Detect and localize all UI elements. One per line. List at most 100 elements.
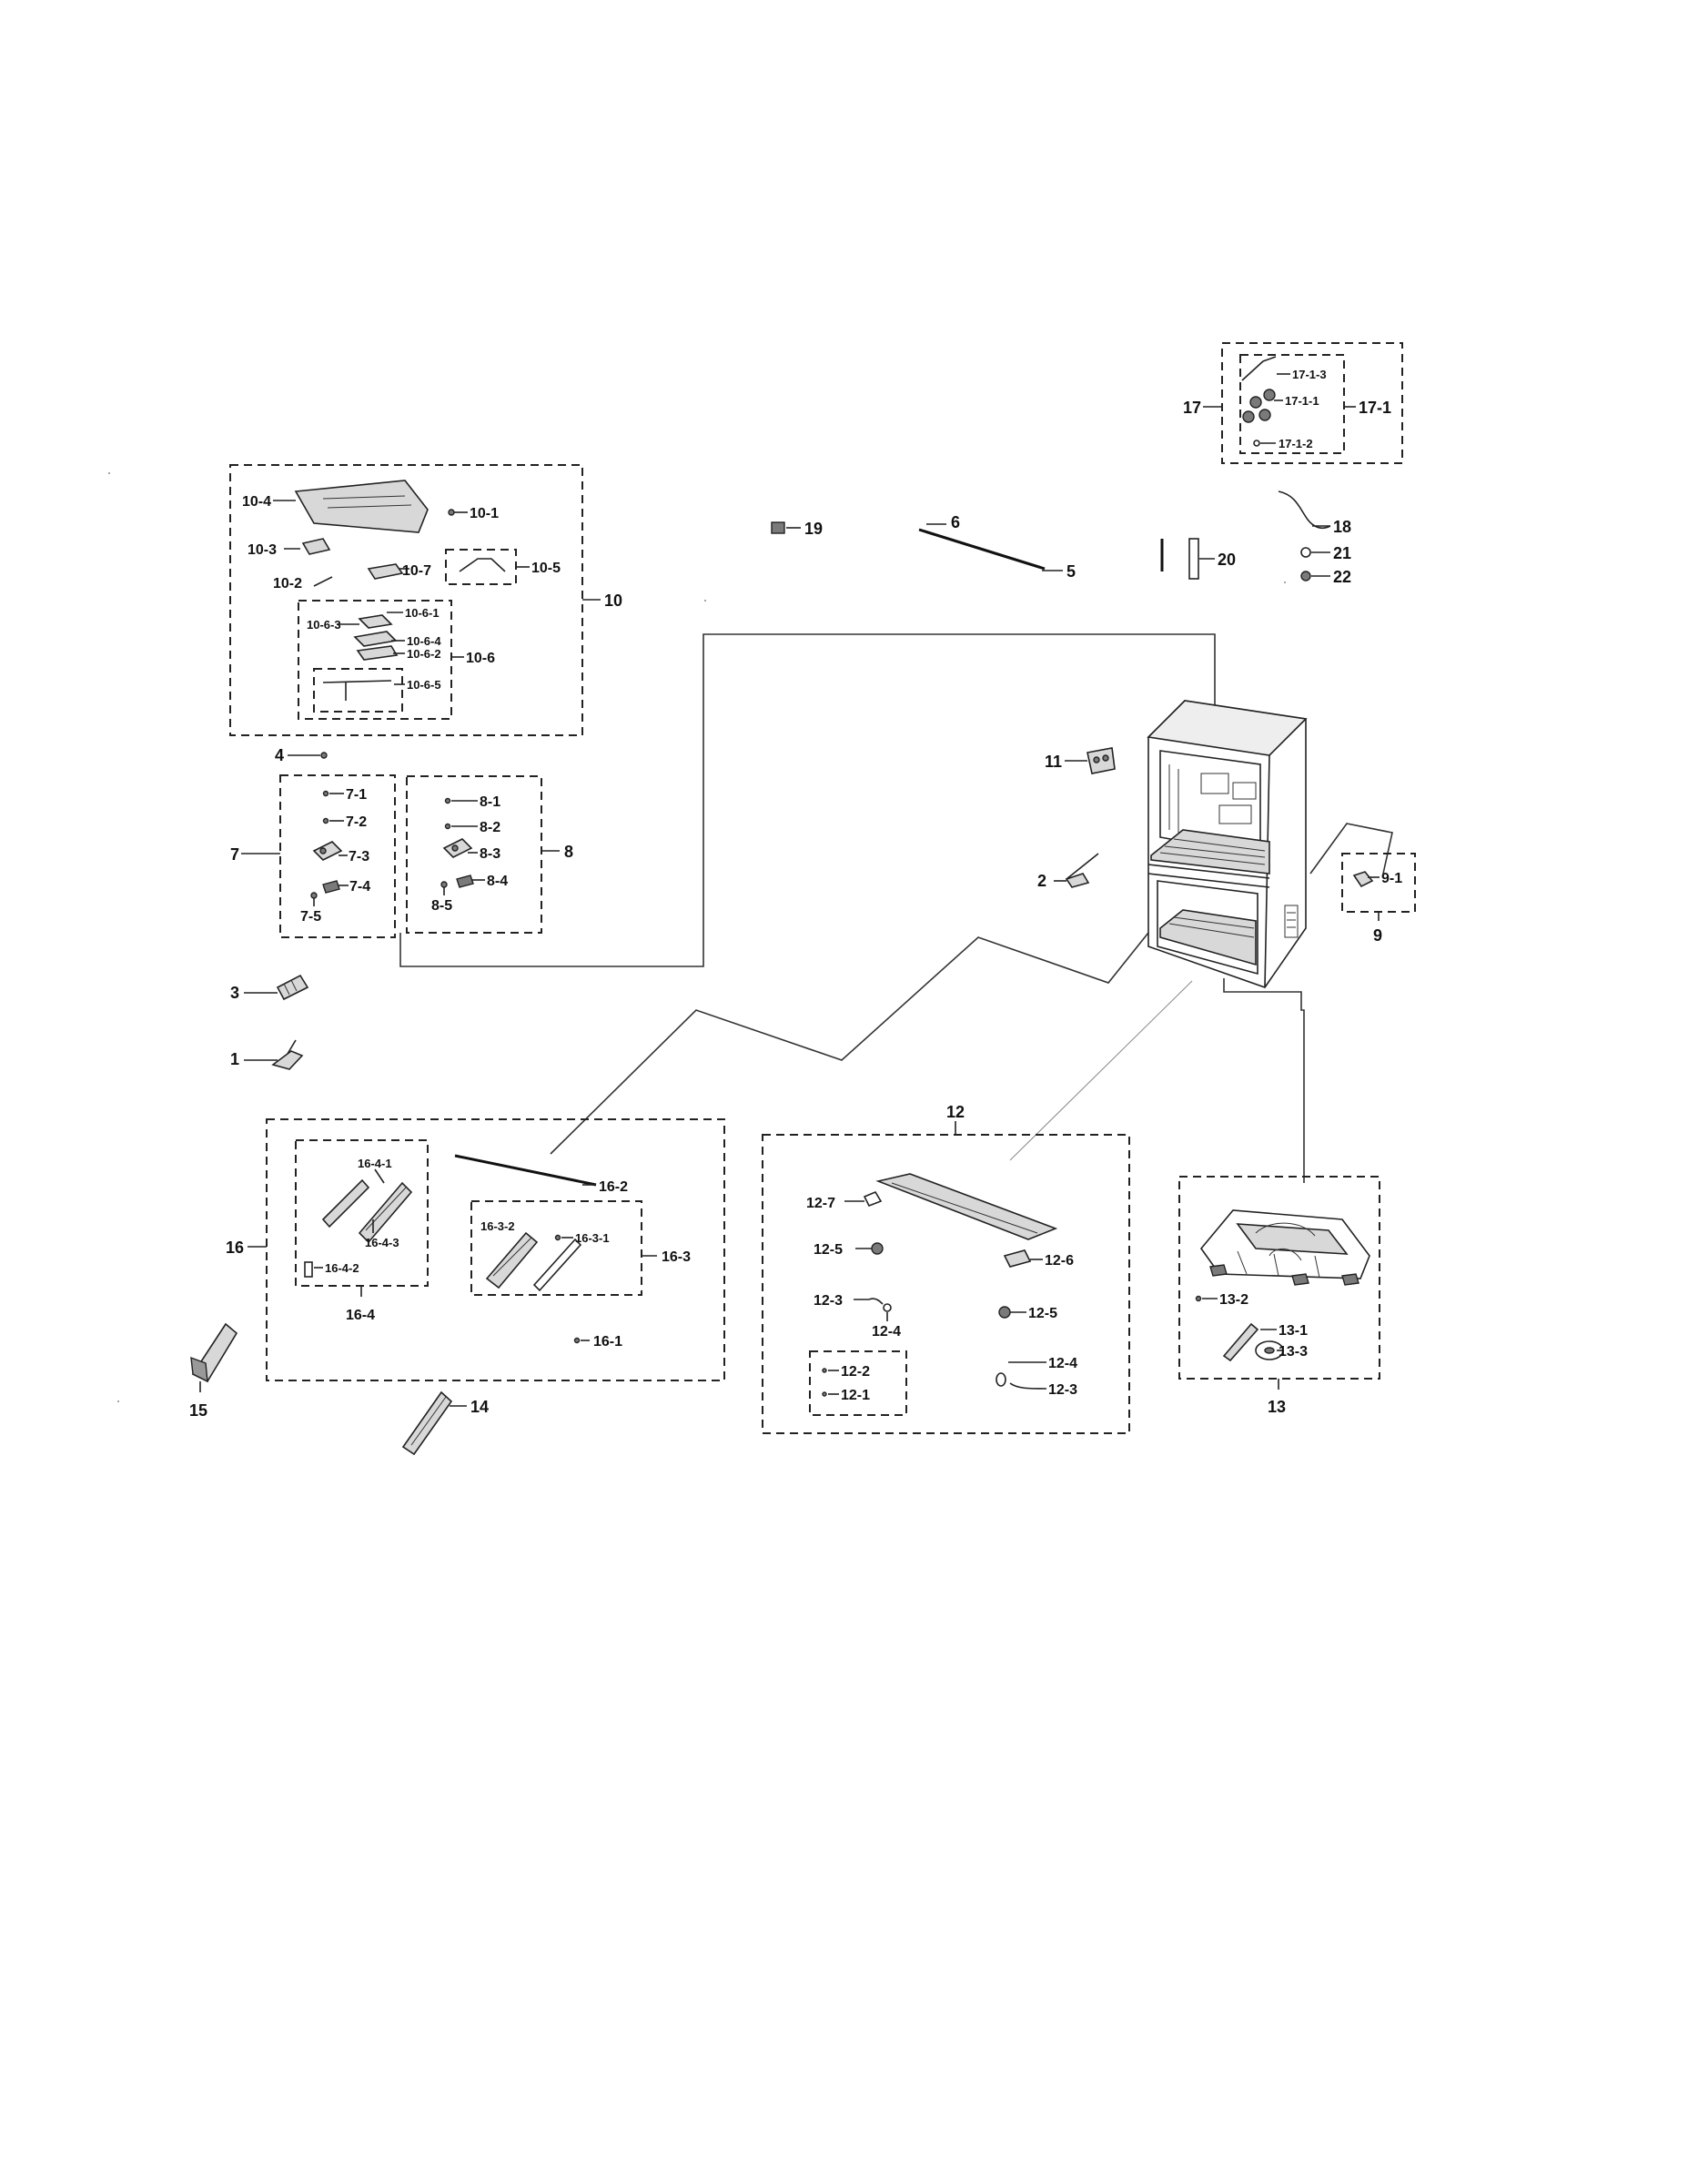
group-16: 16 16-4-1 16-4-3 16-4-2 16-4 16-2 16-3-2… xyxy=(226,1118,725,1381)
label-19: 19 xyxy=(804,520,823,538)
label-7: 7 xyxy=(230,845,239,864)
part-1[interactable] xyxy=(271,1050,304,1070)
group-13: 13-2 13-1 13-3 13 xyxy=(1178,1176,1380,1416)
part-16-4-1[interactable] xyxy=(358,1181,413,1244)
part-7-3[interactable] xyxy=(312,841,343,861)
part-3-filter[interactable] xyxy=(276,974,309,1001)
part-16-4-2[interactable] xyxy=(304,1261,313,1278)
part-5-rod[interactable] xyxy=(918,528,1046,571)
part-16-2-rod[interactable] xyxy=(454,1154,597,1187)
part-10-6-2[interactable] xyxy=(356,645,399,661)
label-16-4-1: 16-4-1 xyxy=(358,1157,392,1170)
group-12: 12 12-7 12-5 12-6 12-3 12-4 12-5 12-2 12… xyxy=(762,1103,1130,1434)
part-17-1-1a[interactable] xyxy=(1249,396,1262,409)
part-22[interactable] xyxy=(1300,571,1311,581)
label-12-1: 12-1 xyxy=(841,1388,870,1403)
part-7-4[interactable] xyxy=(322,880,340,894)
label-17-1: 17-1 xyxy=(1359,399,1391,417)
label-10-4: 10-4 xyxy=(242,494,271,510)
part-10-1[interactable] xyxy=(448,509,455,516)
part-12-4-left[interactable] xyxy=(883,1303,892,1312)
group-9: 9-1 9 xyxy=(1341,853,1416,945)
part-7-5[interactable] xyxy=(310,892,318,899)
part-19[interactable] xyxy=(771,521,785,534)
label-7-5: 7-5 xyxy=(300,909,321,925)
part-11-hinge[interactable] xyxy=(1087,747,1116,774)
label-16-3-2: 16-3-2 xyxy=(480,1219,515,1233)
scan-specks xyxy=(108,472,1286,1402)
label-12-2: 12-2 xyxy=(841,1364,870,1380)
label-7-3: 7-3 xyxy=(349,849,369,864)
label-12-7: 12-7 xyxy=(806,1196,835,1211)
right-top-small-parts: 18 21 22 xyxy=(1278,490,1351,586)
part-13-2[interactable] xyxy=(1195,1295,1202,1302)
label-17: 17 xyxy=(1183,399,1201,417)
part-2[interactable] xyxy=(1065,873,1090,888)
label-4: 4 xyxy=(275,746,284,764)
label-13: 13 xyxy=(1268,1398,1286,1416)
label-13-3: 13-3 xyxy=(1279,1344,1308,1360)
part-17-1-2[interactable] xyxy=(1253,440,1260,447)
label-10-7: 10-7 xyxy=(402,563,431,579)
label-9: 9 xyxy=(1373,926,1382,945)
part-10-6-3[interactable] xyxy=(358,614,393,629)
part-16-4-rail-a[interactable] xyxy=(321,1178,370,1228)
part-21[interactable] xyxy=(1300,547,1311,558)
label-8: 8 xyxy=(564,843,573,861)
part-20[interactable] xyxy=(1188,538,1199,580)
label-8-1: 8-1 xyxy=(480,794,500,810)
label-17-1-1: 17-1-1 xyxy=(1285,394,1319,408)
label-16-4-2: 16-4-2 xyxy=(325,1261,359,1275)
part-8-4[interactable] xyxy=(456,875,474,888)
label-21: 21 xyxy=(1333,544,1351,562)
part-8-2[interactable] xyxy=(444,823,451,830)
label-10: 10 xyxy=(604,592,622,610)
label-12-4-left: 12-4 xyxy=(872,1324,901,1340)
label-10-6-2: 10-6-2 xyxy=(407,647,441,661)
label-5: 5 xyxy=(1066,562,1076,581)
part-12-4-right[interactable] xyxy=(996,1372,1006,1387)
label-8-3: 8-3 xyxy=(480,846,500,862)
label-11: 11 xyxy=(1045,753,1062,771)
part-16-1[interactable] xyxy=(573,1337,581,1344)
part-10-7[interactable] xyxy=(367,563,404,580)
part-12-1[interactable] xyxy=(822,1391,827,1397)
part-8-5[interactable] xyxy=(440,881,448,888)
part-12-7-shelf[interactable] xyxy=(875,1173,1058,1240)
part-8-1[interactable] xyxy=(444,797,451,804)
label-1: 1 xyxy=(230,1050,239,1068)
label-17-1-3: 17-1-3 xyxy=(1292,368,1327,381)
label-15: 15 xyxy=(189,1401,207,1420)
part-9-1[interactable] xyxy=(1352,871,1374,888)
part-2-group: 2 xyxy=(1037,853,1099,890)
part-12-5-left[interactable] xyxy=(871,1242,884,1255)
label-17-1-2: 17-1-2 xyxy=(1279,437,1313,450)
part-12-6[interactable] xyxy=(1003,1249,1032,1268)
label-12-3-right: 12-3 xyxy=(1048,1382,1077,1398)
part-4[interactable] xyxy=(320,752,328,759)
part-12-5-right[interactable] xyxy=(998,1306,1011,1319)
label-10-6-5: 10-6-5 xyxy=(407,678,441,692)
part-14-group: 14 xyxy=(401,1390,489,1456)
label-16-3-1: 16-3-1 xyxy=(575,1231,610,1245)
label-10-6: 10-6 xyxy=(466,651,495,666)
refrigerator-cabinet[interactable] xyxy=(1147,700,1308,988)
label-18: 18 xyxy=(1333,518,1351,536)
part-10-3[interactable] xyxy=(301,538,331,555)
part-16-3-rail[interactable] xyxy=(532,1238,582,1292)
label-8-2: 8-2 xyxy=(480,820,500,835)
top-middle-parts: 19 6 5 20 xyxy=(771,513,1236,581)
label-7-1: 7-1 xyxy=(346,787,367,803)
part-16-3-2[interactable] xyxy=(485,1231,539,1289)
label-10-6-4: 10-6-4 xyxy=(407,634,441,648)
label-3: 3 xyxy=(230,984,239,1002)
part-12-2[interactable] xyxy=(822,1368,827,1373)
label-10-2: 10-2 xyxy=(273,576,302,592)
group-10: 10-4 10-1 10-3 10-2 10-7 10-5 10 10-6-3 … xyxy=(229,464,622,736)
part-7-2[interactable] xyxy=(322,817,329,824)
part-13-1-rail[interactable] xyxy=(1222,1322,1259,1362)
label-16-4: 16-4 xyxy=(346,1308,375,1323)
part-7-1[interactable] xyxy=(322,790,329,797)
part-10-6-4[interactable] xyxy=(353,631,398,647)
label-12: 12 xyxy=(946,1103,965,1121)
